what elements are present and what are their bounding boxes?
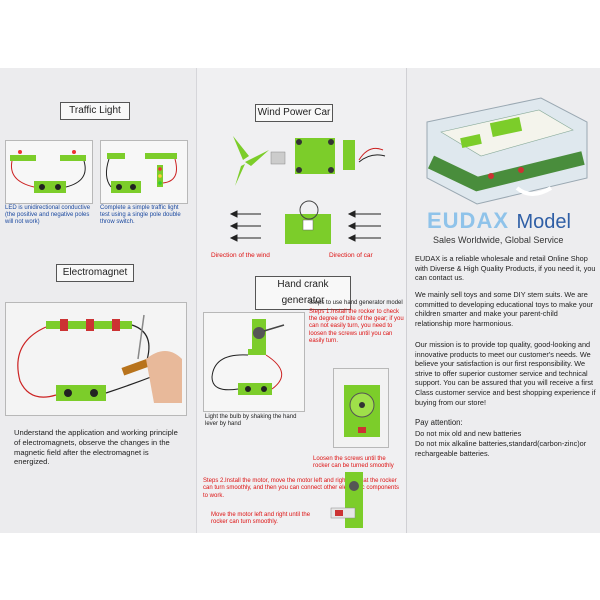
electromagnet-title: Electromagnet xyxy=(56,264,134,282)
hand-crank-circuit-drawing xyxy=(204,313,304,411)
products-paragraph: We mainly sell toys and some DIY stem su… xyxy=(415,290,594,328)
screws-caption: Loosen the screws until the rocker can b… xyxy=(313,456,394,469)
electromagnet-circuit-drawing xyxy=(6,303,186,415)
step-2-text: Steps 2.Install the motor, move the moto… xyxy=(203,478,403,500)
step-1-text: Steps 1.Install the rocker to check the … xyxy=(309,309,405,345)
product-box-photo xyxy=(421,92,591,208)
about-paragraph: EUDAX is a reliable wholesale and retail… xyxy=(415,254,596,283)
traffic-light-circuit-drawing-2 xyxy=(105,153,177,193)
attention-line-2: Do not mix alkaline batteries,standard(c… xyxy=(415,439,587,458)
panel-right: EUDAX Model Sales Worldwide, Global Serv… xyxy=(406,68,600,533)
step-1-text-content: Steps 1.Install the rocker to check the … xyxy=(309,309,404,344)
eudax-logo: EUDAX Model xyxy=(427,208,571,234)
electromagnet-photo xyxy=(5,302,187,416)
eudax-logo-mark: EUDAX xyxy=(427,208,510,233)
attention-line-1: Do not mix old and new batteries xyxy=(415,429,522,438)
traffic-light-title: Traffic Light xyxy=(60,102,130,120)
eudax-logo-suffix: Model xyxy=(516,211,571,233)
instruction-leaflet: Traffic Light xyxy=(0,68,600,533)
hand-crank-generator-title: Hand crank generator xyxy=(255,276,351,310)
wind-power-car-title: Wind Power Car xyxy=(255,104,333,122)
car-direction-label: Direction of car xyxy=(329,252,373,259)
panel-middle: Wind Power Car Direction of the wind Dir… xyxy=(196,68,407,533)
product-box-drawing xyxy=(426,97,588,205)
motor-drawing xyxy=(330,472,363,528)
traffic-light-photo-2 xyxy=(100,140,188,204)
steps-intro: Steps to use hand generator model xyxy=(309,300,403,306)
wind-direction-label: Direction of the wind xyxy=(211,252,270,259)
mission-paragraph: Our mission is to provide top quality, g… xyxy=(415,340,596,407)
hand-crank-photo xyxy=(203,312,305,412)
attention-title: Pay attention: xyxy=(415,418,463,427)
motor-caption: Move the motor left and right until the … xyxy=(211,512,311,525)
step-2-text-content: Steps 2.Install the motor, move the moto… xyxy=(203,478,400,499)
traffic-light-circuit-drawing-1 xyxy=(10,150,86,193)
tagline: Sales Worldwide, Global Service xyxy=(433,235,564,245)
panel-left: Traffic Light xyxy=(0,68,196,533)
gear-screws-photo xyxy=(333,368,389,448)
traffic-light-photo-1 xyxy=(5,140,93,204)
traffic-caption-right: Complete a simple traffic light test usi… xyxy=(100,205,181,225)
gear-screws-drawing xyxy=(334,369,388,447)
wind-car-illustration xyxy=(229,136,386,244)
electromagnet-text: Understand the application and working p… xyxy=(14,428,178,467)
motor-photo xyxy=(327,468,379,532)
traffic-caption-left: LED is unidirectional conductive (the po… xyxy=(5,205,91,225)
bulb-caption: Light the bulb by shaking the hand lever… xyxy=(205,414,297,427)
